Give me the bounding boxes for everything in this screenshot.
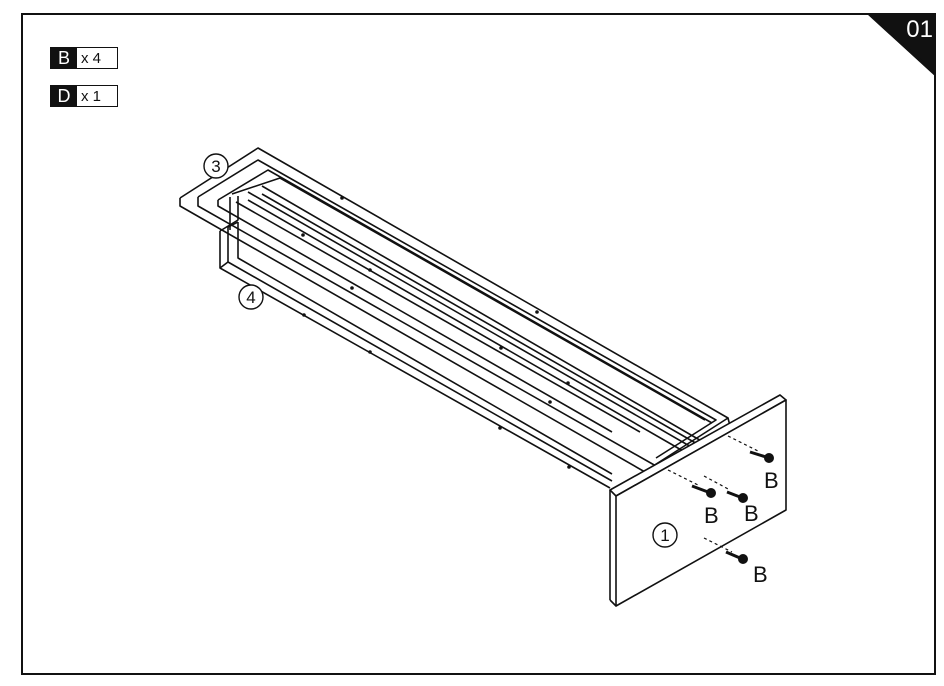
screw-b-4	[703, 537, 748, 564]
callout-3: 3	[203, 153, 229, 179]
screw-b-2	[667, 469, 716, 498]
screw-label: B	[764, 468, 779, 493]
screw-b-3	[703, 475, 748, 503]
part-quantity: x 4	[77, 48, 117, 68]
step-number: 01	[906, 16, 933, 43]
screw-label: B	[744, 501, 759, 526]
part-letter: D	[51, 86, 77, 106]
part-quantity: x 1	[77, 86, 117, 106]
svg-text:3: 3	[211, 157, 220, 176]
part-letter: B	[51, 48, 77, 68]
screw-label: B	[753, 562, 768, 587]
screw-label: B	[704, 503, 719, 528]
rack-holes	[301, 196, 571, 469]
top-rack-frame	[179, 147, 731, 477]
callout-1: 1	[652, 522, 678, 548]
side-panel	[609, 394, 787, 607]
step-corner-badge	[866, 13, 936, 77]
parts-list-item-b: B x 4	[50, 47, 118, 69]
bottom-rack-frame	[219, 196, 613, 489]
parts-list-item-d: D x 1	[50, 85, 118, 107]
callout-4: 4	[238, 284, 264, 310]
screw-b-1	[727, 435, 774, 463]
instruction-frame	[21, 13, 936, 675]
screws	[667, 435, 774, 564]
svg-text:4: 4	[246, 288, 255, 307]
svg-text:1: 1	[660, 526, 669, 545]
